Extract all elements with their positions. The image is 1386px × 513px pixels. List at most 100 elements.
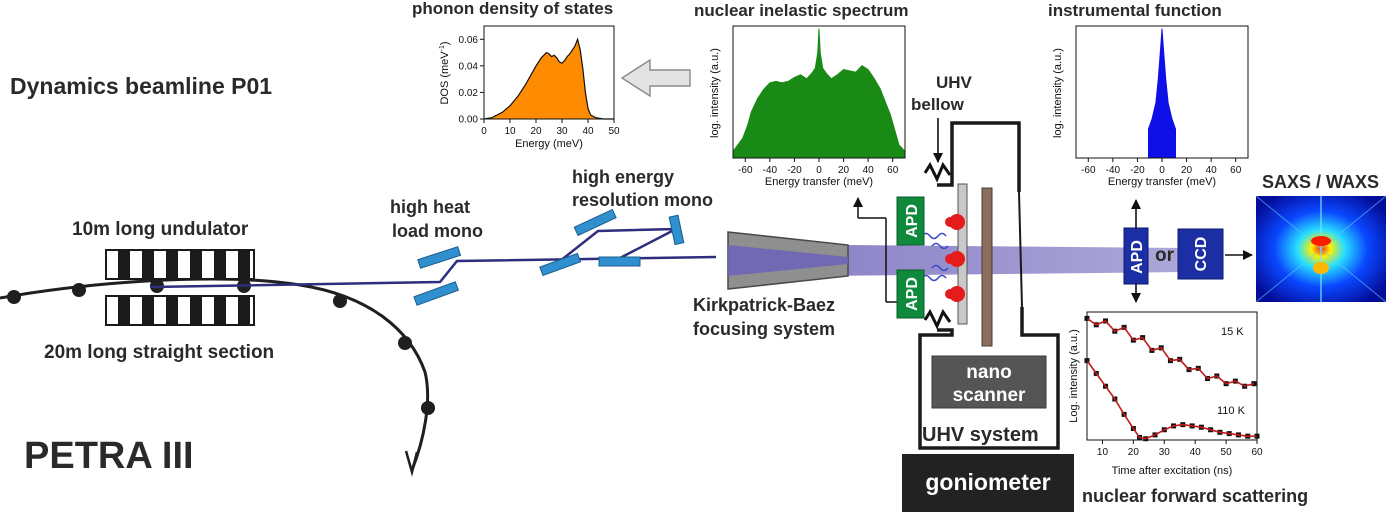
apd-top-label: APD [904,204,921,238]
nis-area [733,28,905,158]
kb-label-1: Kirkpatrick-Baez [693,295,835,315]
apd-right [1123,227,1149,285]
dos-xtick-label: 50 [608,126,620,137]
apd-right-label: APD [1129,240,1146,274]
uhv-bellow-label-2: bellow [911,95,965,114]
dos-ytick-label: 0.04 [459,61,479,72]
instr-xtick-label: 60 [1230,165,1242,176]
hhl-mono-label-1: high heat [390,197,470,217]
ring-direction-arrow [404,450,419,477]
nis-xtick-label: -40 [763,165,778,176]
dos-plot-area [483,37,614,120]
instr-plot-area [1148,28,1176,158]
dos-xtick-label: 40 [582,126,594,137]
ccd-detector [1177,228,1224,280]
beam-path-mono [559,227,677,262]
uhv-chamber [918,121,1060,450]
beam-path [149,255,717,289]
instr-ylabel: log. intensity (a.u.) [1052,48,1064,138]
dos-ylabel: DOS (meV-1) [439,41,451,104]
nis-ylabel: log. intensity (a.u.) [709,48,721,138]
uhv-system-label: UHV system [922,424,1039,446]
nis-xtick-label: 60 [887,165,899,176]
nano-scanner [931,355,1047,409]
instr-line [1148,28,1176,158]
dos-xtick-label: 30 [556,126,568,137]
instr-area [1148,28,1176,158]
nis-title: nuclear inelastic spectrum [694,1,908,20]
uhv-bellow-label-1: UHV [936,73,973,92]
instr-chart: -60 -40 -20 0 20 40 60 Energy transfer (meV) l… [1052,25,1249,188]
her-mono-label-2: resolution mono [572,190,713,210]
instr-xtick-label: -40 [1106,165,1121,176]
undulator [105,249,255,326]
instr-xtick-label: 40 [1206,165,1218,176]
instr-xtick-label: 20 [1181,165,1193,176]
conversion-arrow [620,58,691,98]
nfs-xtick-label: 30 [1159,447,1171,458]
facility-name: PETRA III [24,435,194,477]
instr-xtick-label: 0 [1159,165,1165,176]
goniometer-label: goniometer [925,469,1050,495]
instr-xlabel: Energy transfer (meV) [1108,176,1216,188]
samples [945,214,965,302]
nfs-series-110k-label: 110 K [1217,405,1246,417]
apd-bottom-label: APD [904,277,921,311]
kb-label-2: focusing system [693,319,835,339]
dos-title: phonon density of states [412,0,613,18]
dos-xlabel: Energy (meV) [515,138,583,150]
bellow-top [923,161,952,183]
nis-xtick-label: 20 [838,165,850,176]
apd-bottom [896,269,925,319]
nfs-xtick-label: 40 [1190,447,1202,458]
nfs-title: nuclear forward scattering [1082,486,1308,506]
nis-xtick-label: 40 [863,165,875,176]
dos-xtick-label: 0 [481,126,487,137]
scattered-photons [921,232,949,282]
mono-crystals [413,208,685,306]
instr-xtick-label: -20 [1130,165,1145,176]
ccd-label: CCD [1193,237,1210,272]
nfs-xtick-label: 20 [1128,447,1140,458]
nis-xtick-label: -60 [738,165,753,176]
dos-ytick-label: 0.02 [459,88,479,99]
instr-xtick-label: -60 [1081,165,1096,176]
nfs-xlabel: Time after excitation (ns) [1112,465,1233,477]
dos-line [483,37,614,120]
nfs-xtick-label: 50 [1221,447,1233,458]
sample-rod [981,187,993,347]
apd-top [896,196,925,246]
dos-ytick-label: 0.06 [459,35,479,46]
undulator-label: 10m long undulator [72,219,249,240]
nfs-xtick-label: 10 [1097,447,1109,458]
nis-xlabel: Energy transfer (meV) [765,176,873,188]
nfs-fit-line-0 [1086,317,1255,388]
nfs-ylabel: Log. intensity (a.u.) [1068,329,1080,423]
nfs-point [1251,381,1257,387]
nfs-plot-area [1084,315,1260,442]
dos-ytick-label: 0.00 [459,115,479,126]
straight-section-label: 20m long straight section [44,342,274,363]
bellow-bottom [923,308,952,330]
nis-xtick-label: 0 [816,165,822,176]
dos-area [484,39,614,119]
nfs-xtick-label: 60 [1251,447,1263,458]
nis-plot-area [732,28,906,158]
instr-title: instrumental function [1048,1,1222,20]
nano-label-2: scanner [953,385,1026,406]
or-label: or [1155,245,1175,266]
goniometer [902,454,1074,512]
her-mono-label-1: high energy [572,167,674,187]
nano-label-1: nano [966,362,1011,383]
beamline-title: Dynamics beamline P01 [10,73,272,99]
nfs-fit-line-1 [1086,360,1257,440]
hhl-mono-label-2: load mono [392,221,483,241]
nis-line [732,28,906,152]
nfs-series-15k-label: 15 K [1221,326,1244,338]
dos-xtick-label: 10 [504,126,516,137]
saxs-label: SAXS / WAXS [1262,172,1379,192]
